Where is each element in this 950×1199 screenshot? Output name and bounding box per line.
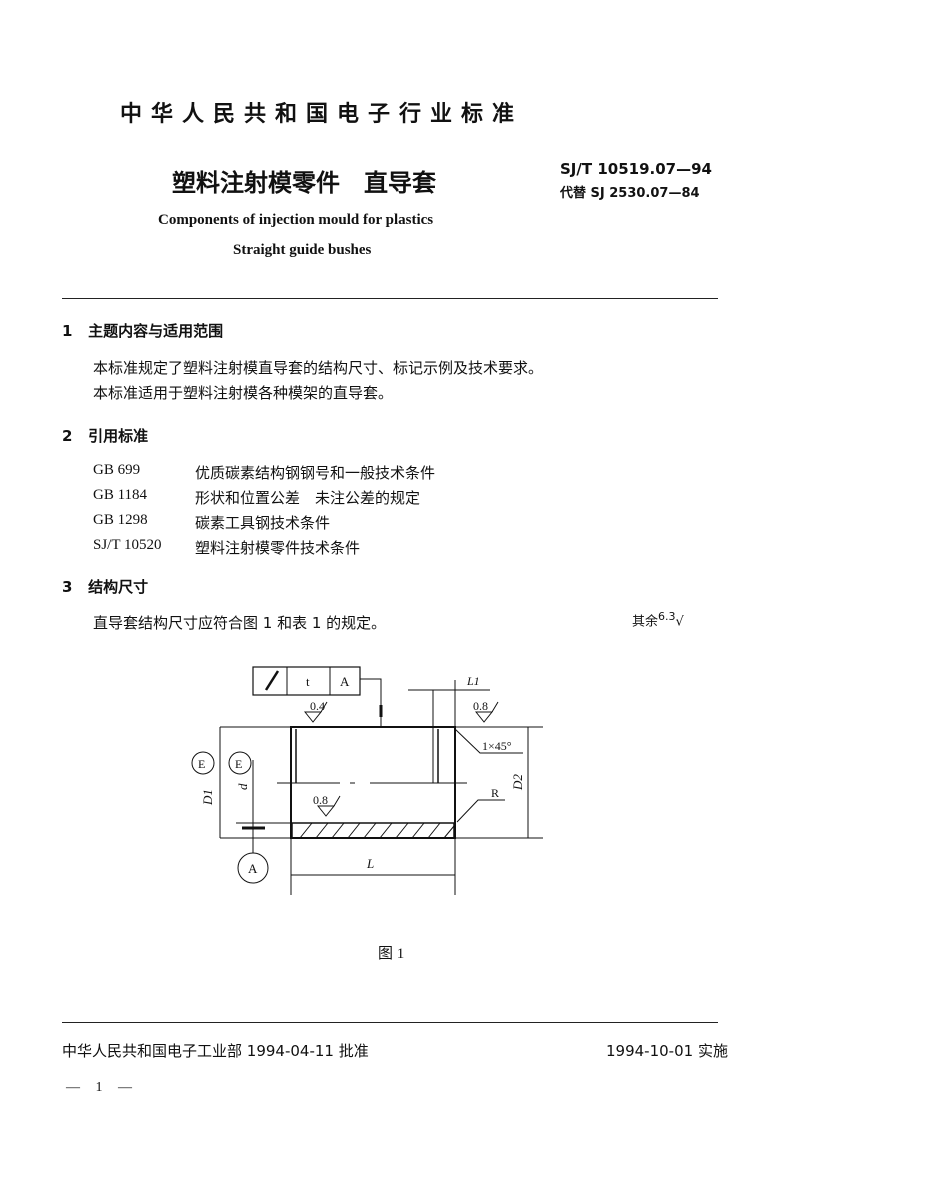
drawing-line [299,822,455,839]
radius-label: R [491,786,499,800]
section-title: 主题内容与适用范围 [88,322,224,340]
reference-title: 塑料注射模零件技术条件 [195,539,361,557]
fit-mark-d1-icon [191,751,215,775]
approval-text: 中华人民共和国电子工业部 1994-04-11 批准 [62,1042,369,1060]
roughness-check-icon: √ [675,614,684,630]
roughness-bore-label: 0.8 [313,793,328,807]
d-label: d [235,783,250,790]
replaces-code: 代替 SJ 2530.07—84 [560,186,700,201]
fit-mark-label: E [235,757,242,771]
tolerance-datum: A [340,674,350,689]
roughness-top-icon [303,701,328,723]
radius-leader [456,799,505,823]
section-title: 结构尺寸 [88,578,149,596]
drawing-line [252,666,361,696]
reference-title: 碳素工具钢技术条件 [195,514,331,532]
drawing-line [291,822,455,839]
chamfer-leader [454,728,523,754]
l-label: L [366,856,374,871]
org-title: 中华人民共和国电子行业标准 [120,102,524,127]
d1-label: D1 [200,789,215,806]
roughness-note-text: 其余 [632,614,659,630]
standard-code: SJ/T 10519.07—94 [560,160,712,178]
reference-title: 优质碳素结构钢钢号和一般技术条件 [195,464,436,482]
section-number: 2 [62,427,73,445]
reference-title: 形状和位置公差 未注公差的规定 [195,489,421,507]
reference-code: GB 1298 [93,512,148,528]
fit-mark-d-icon [228,751,252,775]
reference-code: GB 1184 [93,487,148,503]
d2-label: D2 [510,774,525,791]
datum-a-circle [237,852,269,884]
fit-mark-label: E [198,757,205,771]
figure-caption: 图 1 [378,946,405,962]
reference-code: SJ/T 10520 [93,537,162,553]
effective-date: 1994-10-01 实施 [606,1042,728,1060]
title-en-2: Straight guide bushes [233,242,372,258]
title-en-1: Components of injection mould for plasti… [158,212,434,228]
datum-a-label: A [248,861,258,876]
section-title: 引用标准 [88,427,149,445]
header-divider [62,298,718,299]
roughness-top-label: 0.4 [310,699,325,713]
chamfer-label: 1×45° [482,739,512,753]
roughness-right-icon [474,701,499,723]
l1-label: L1 [466,674,480,688]
section-3-heading: 3 结构尺寸 [62,576,148,597]
roughness-bore-icon [316,795,341,817]
roughness-note-value: 6.3 [658,610,676,623]
tolerance-frame: t A [252,666,383,727]
section-1-heading: 1 主题内容与适用范围 [62,320,223,341]
runout-symbol-icon [264,670,280,691]
section-2-heading: 2 引用标准 [62,425,148,446]
page-number: — 1 — [66,1080,132,1095]
tolerance-value: t [306,674,310,689]
reference-code: GB 699 [93,462,141,478]
section-number: 1 [62,322,73,340]
doc-title: 塑料注射模零件 直导套 [172,169,436,197]
roughness-note: 其余6.3√ [632,610,684,629]
hatched-section [291,822,455,839]
drawing-line [360,678,382,727]
footer-divider [62,1022,718,1023]
paragraph: 本标准规定了塑料注射模直导套的结构尺寸、标记示例及技术要求。 [93,359,544,377]
section-number: 3 [62,578,73,596]
roughness-right-label: 0.8 [473,699,488,713]
paragraph: 直导套结构尺寸应符合图 1 和表 1 的规定。 [93,614,387,632]
paragraph: 本标准适用于塑料注射模各种模架的直导套。 [93,384,394,402]
